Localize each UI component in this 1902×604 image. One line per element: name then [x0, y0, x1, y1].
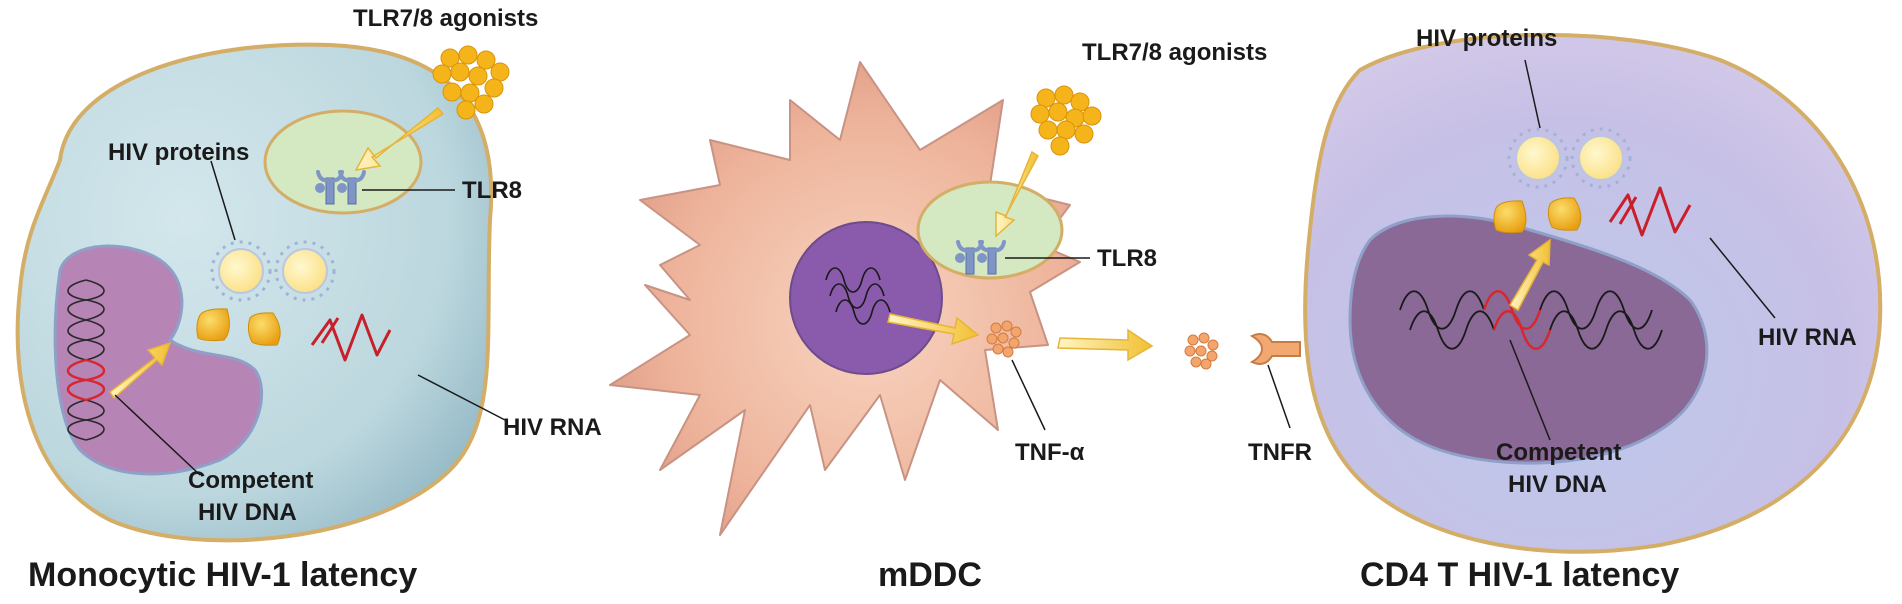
agonist-arrow — [995, 150, 1039, 238]
hiv-proteins-label: HIV proteins — [1416, 25, 1557, 52]
hiv-protein-icon — [1547, 197, 1582, 231]
hiv-protein-icon — [196, 308, 230, 342]
mddc-panel: TLR7/8 agonists TLR8 TNF-α TNFR mDDC — [609, 39, 1312, 594]
hiv-proteins-label: HIV proteins — [108, 139, 249, 166]
tlr8-label: TLR8 — [462, 177, 522, 204]
hiv-protein-icon — [1493, 200, 1527, 234]
free-tnf-alpha-cluster — [1184, 332, 1219, 370]
mddc-panel-title: mDDC — [878, 556, 982, 594]
endosome — [263, 109, 423, 215]
hiv-rna-label: HIV RNA — [503, 414, 602, 441]
tnf-alpha-cluster — [986, 320, 1022, 358]
hiv-dna-icon — [66, 279, 106, 441]
hiv-rna-icon — [310, 313, 392, 362]
cd4-panel-title: CD4 T HIV-1 latency — [1360, 556, 1679, 594]
tlr8-label: TLR8 — [1097, 245, 1157, 272]
transcription-arrow — [108, 341, 172, 400]
mddc-dna-icon — [825, 267, 891, 325]
transcription-arrow — [1508, 238, 1551, 312]
competent-dna-label-line1: Competent — [1496, 439, 1621, 466]
tnf-release-arrow — [1057, 328, 1154, 362]
monocytic-panel: TLR8 TLR7/8 agonists HIV proteins HIV RN… — [15, 5, 602, 594]
hiv-rna-icon — [1608, 186, 1692, 237]
hiv-protein-icon — [247, 312, 281, 346]
monocytic-panel-title: Monocytic HIV-1 latency — [28, 556, 417, 594]
tnf-alpha-label: TNF-α — [1015, 439, 1085, 466]
tnfr-label: TNFR — [1248, 439, 1312, 466]
endosome — [916, 180, 1064, 280]
competent-dna-label-line2: HIV DNA — [198, 499, 297, 526]
agonist-label: TLR7/8 agonists — [1082, 39, 1267, 66]
cd4-nucleus — [1348, 214, 1709, 465]
competent-dna-label-line1: Competent — [188, 467, 313, 494]
competent-dna-label-line2: HIV DNA — [1508, 471, 1607, 498]
hiv-dna-icon — [1399, 290, 1663, 350]
agonist-arrow — [354, 106, 445, 171]
agonist-label: TLR7/8 agonists — [353, 5, 538, 32]
tnfr-receptor-icon — [1249, 333, 1301, 365]
tlr-agonist-cluster — [1030, 85, 1102, 156]
tnf-secretion-arrow — [887, 313, 980, 346]
cd4-panel: HIV proteins HIV RNA Competent HIV DNA C… — [1303, 25, 1883, 594]
hiv-rna-label: HIV RNA — [1758, 324, 1857, 351]
